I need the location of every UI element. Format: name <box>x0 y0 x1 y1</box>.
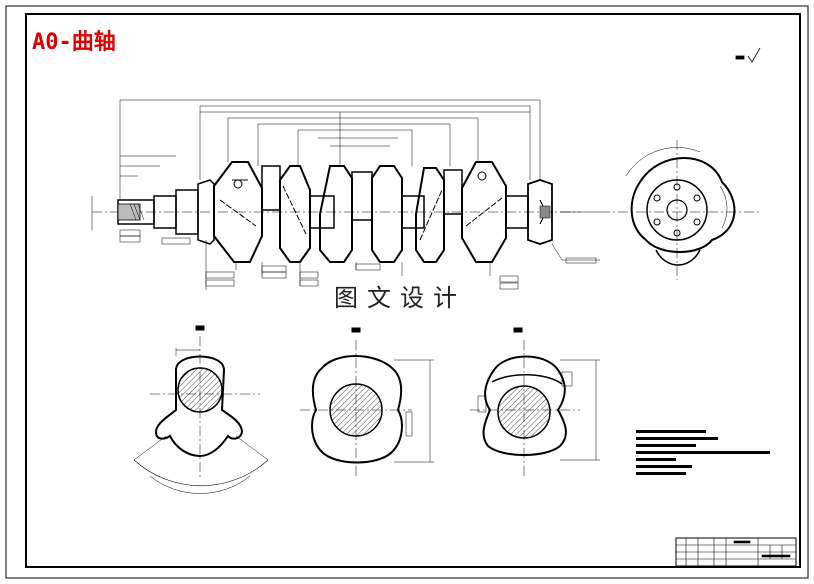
section-view-2 <box>300 327 434 478</box>
crankshaft-front-view <box>92 161 580 263</box>
section-view-3 <box>470 327 600 478</box>
outer-border <box>5 5 809 579</box>
crankshaft-end-view <box>600 140 760 280</box>
tolerance-frames <box>119 229 597 290</box>
technical-notes <box>636 430 770 475</box>
main-view-dimensions <box>91 99 600 290</box>
drawing-title: A0-曲轴 <box>32 30 116 55</box>
roughness-symbol <box>735 47 761 63</box>
title-block <box>675 537 797 567</box>
section-view-1 <box>133 325 269 494</box>
watermark-text: 图文设计 <box>334 284 466 312</box>
inner-border <box>25 13 801 568</box>
